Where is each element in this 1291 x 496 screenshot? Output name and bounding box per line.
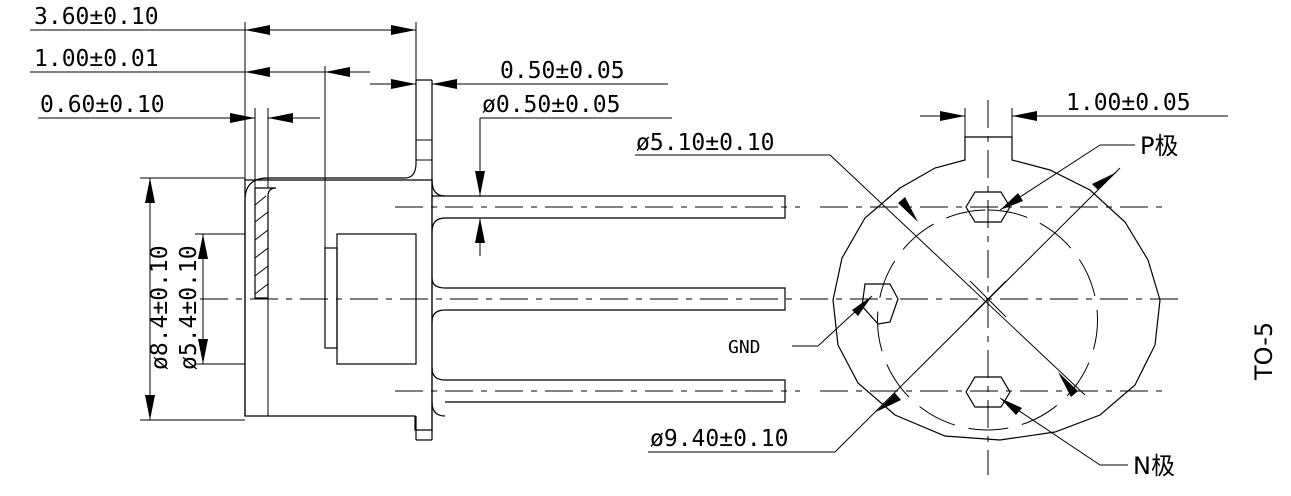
lead-top (431, 195, 786, 233)
pin-n (965, 376, 1011, 408)
cap-top-curve (244, 80, 417, 416)
window-glass (254, 187, 277, 299)
dim-overall-length: 3.60±0.10 (34, 4, 159, 30)
dim-flange-diameter: ø9.40±0.10 (650, 426, 788, 452)
flange-outline (832, 136, 1161, 441)
pin-p (965, 191, 1011, 223)
header-step (324, 247, 338, 349)
side-view: 3.60±0.10 1.00±0.01 0.60±0.10 0.50±0.05 … (30, 4, 1185, 441)
window-hatching (254, 195, 269, 295)
package-name: TO-5 (1250, 322, 1278, 381)
pin-gnd (861, 283, 899, 325)
leads (431, 179, 786, 417)
cap-outline (244, 178, 433, 431)
dim-pin-circle-diameter: ø5.10±0.10 (636, 130, 774, 156)
pin-circle (877, 209, 1098, 431)
dim-window-diameter: ø5.4±0.10 (176, 245, 202, 370)
dim-tab-width: 1.00±0.05 (1066, 90, 1191, 116)
front-view: ø5.10±0.10 ø9.40±0.10 1.00±0.05 P极 N极 GN… (635, 90, 1228, 480)
dim-lead-spacing: 0.50±0.05 (500, 58, 625, 84)
lead-bottom (431, 367, 786, 403)
label-gnd: GND (728, 337, 761, 358)
lead-middle (431, 277, 786, 323)
dim-outer-diameter: ø8.4±0.10 (147, 245, 173, 370)
dim-lead-diameter: ø0.50±0.05 (482, 92, 620, 118)
dim-cap-thickness: 0.60±0.10 (40, 92, 165, 118)
label-n-pole: N极 (1133, 452, 1175, 480)
dim-flange-thickness: 1.00±0.01 (34, 46, 159, 72)
label-p-pole: P极 (1140, 132, 1178, 160)
